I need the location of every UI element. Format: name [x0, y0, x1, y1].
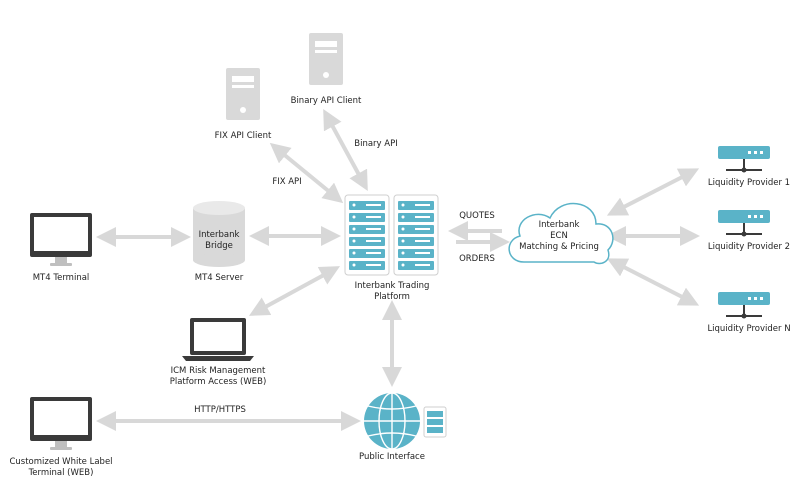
label-lp1: Liquidity Provider 1: [707, 178, 791, 188]
label-risk-line2: Platform Access (WEB): [169, 377, 267, 387]
monitor-icon-mt4: [30, 213, 92, 266]
server-icon-lp2: [718, 210, 770, 237]
label-lp2: Liquidity Provider 2: [707, 242, 791, 252]
label-platform-line2: Platform: [374, 292, 410, 302]
label-wl-line2: Terminal (WEB): [28, 468, 94, 478]
label-bridge-line2: Bridge: [205, 241, 233, 251]
edge-risk-platform: [248, 266, 341, 316]
database-icon-mt4-server: [193, 201, 245, 267]
server-rack-icon-platform: [344, 194, 439, 276]
edge-ecn-lpn: [606, 258, 700, 306]
label-binary-api-client: Binary API Client: [290, 96, 362, 106]
label-lpn: Liquidity Provider N: [707, 324, 791, 334]
edge-label-http: HTTP/HTTPS: [194, 405, 246, 415]
cloud-icon-ecn: [508, 202, 614, 265]
monitor-icon-white-label: [30, 397, 92, 450]
label-wl-line1: Customized White Label: [9, 457, 113, 467]
edge-binary-platform: [323, 108, 368, 192]
server-icon-binary-client: [309, 33, 343, 85]
edge-label-orders: ORDERS: [459, 254, 495, 264]
label-ecn-line3: Matching & Pricing: [519, 242, 599, 252]
label-ecn-line1: Interbank: [538, 220, 580, 230]
edge-label-fix-api: FIX API: [272, 177, 302, 187]
label-public-interface: Public Interface: [359, 452, 425, 462]
server-icon-fix-client: [226, 68, 260, 120]
edge-label-quotes: QUOTES: [459, 211, 495, 221]
edge-fix-platform: [269, 142, 344, 204]
label-platform-line1: Interbank Trading: [354, 281, 430, 291]
label-mt4-server: MT4 Server: [194, 273, 244, 283]
label-bridge-line1: Interbank: [198, 230, 240, 240]
edge-ecn-lp1: [606, 168, 700, 216]
label-fix-api-client: FIX API Client: [214, 131, 272, 141]
server-icon-lp1: [718, 146, 770, 173]
label-ecn-line2: ECN: [550, 231, 568, 241]
edge-label-binary-api: Binary API: [354, 139, 398, 149]
label-risk-line1: ICM Risk Management: [170, 366, 266, 376]
server-icon-lpn: [718, 292, 770, 319]
label-mt4-terminal: MT4 Terminal: [32, 273, 90, 283]
laptop-icon-risk: [182, 318, 254, 361]
globe-icon-public: [364, 392, 447, 450]
